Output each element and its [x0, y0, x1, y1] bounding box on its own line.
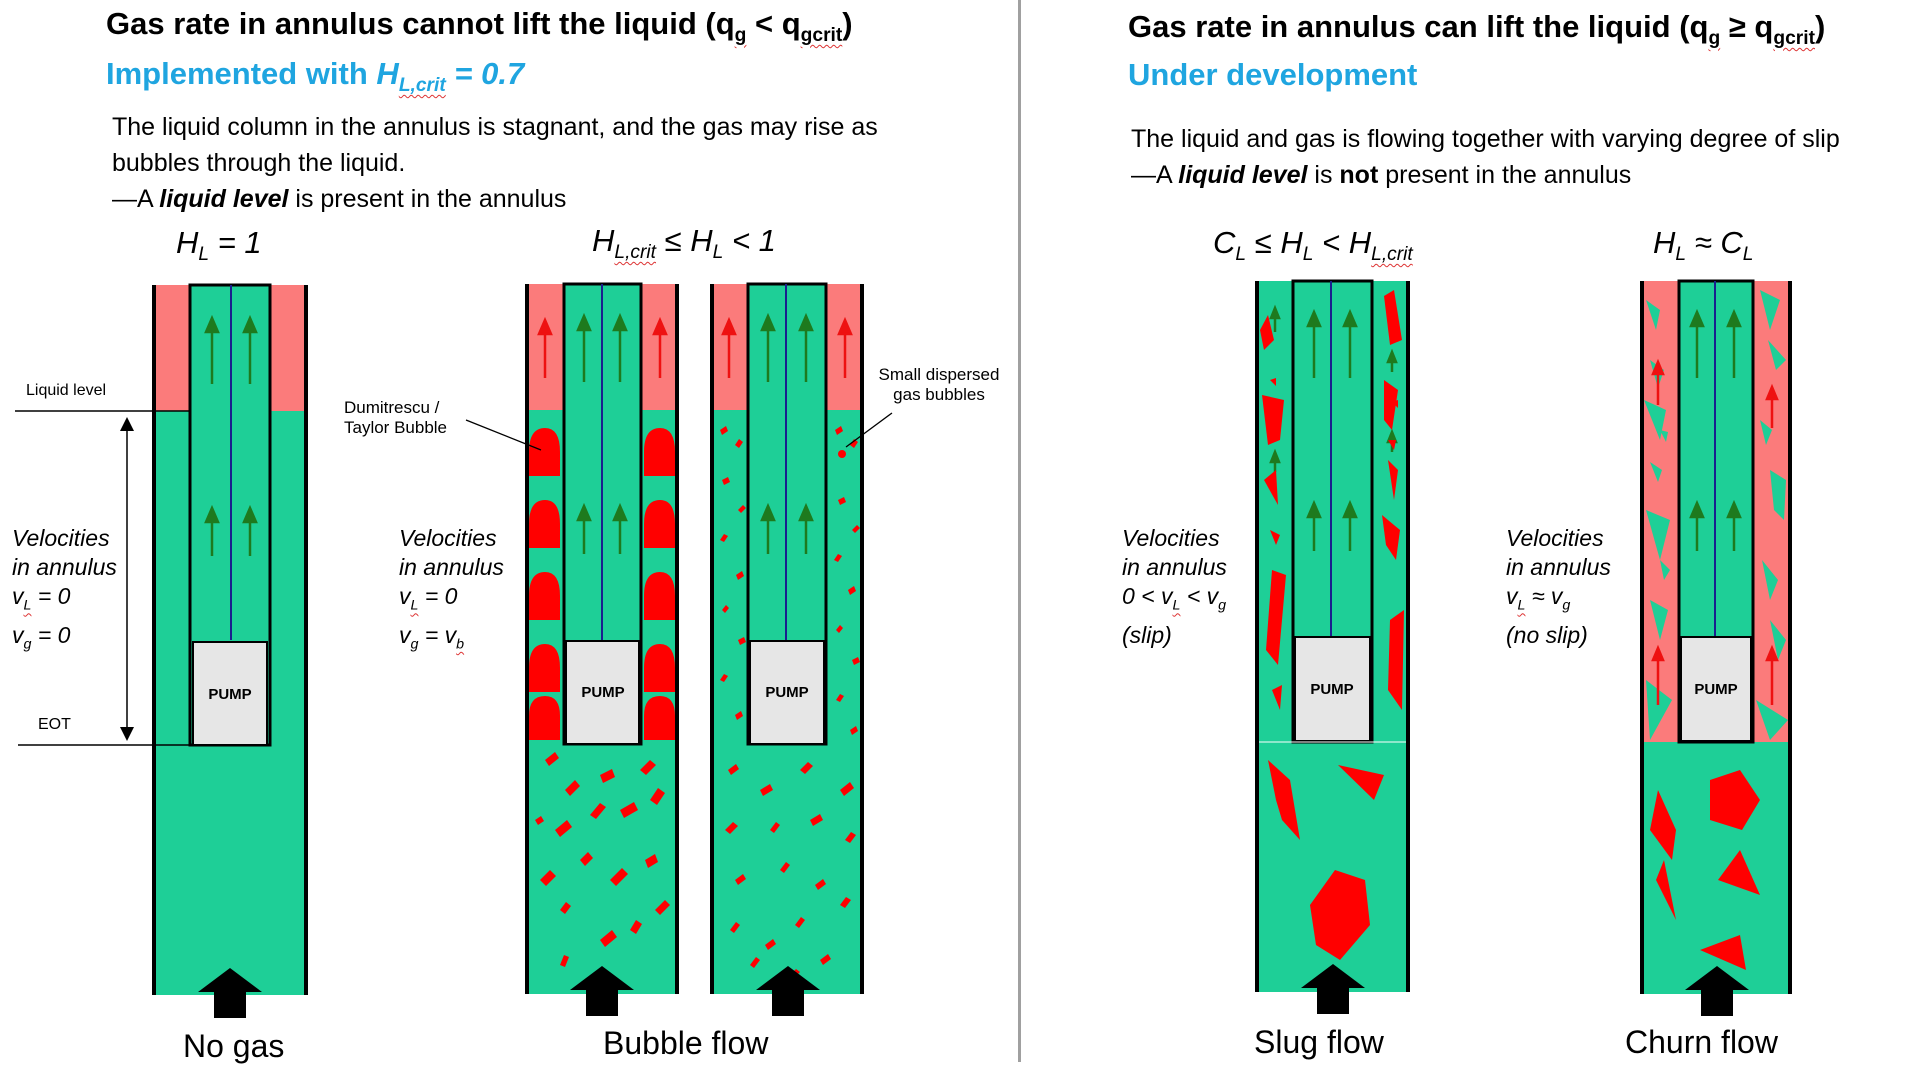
liquid-flow-arrows [576, 312, 628, 554]
left-description-line: The liquid column in the annulus is stag… [112, 113, 878, 177]
left-description: The liquid column in the annulus is stag… [112, 109, 912, 217]
inflow-arrow [1685, 966, 1749, 1016]
inflow-arrow [1301, 964, 1365, 1014]
caption-no-gas: No gas [183, 1028, 285, 1064]
caption-bubble-flow: Bubble flow [603, 1025, 769, 1061]
right-description-line: The liquid and gas is flowing together w… [1131, 125, 1840, 153]
left-liquid-level-statement: —A liquid level is present in the annulu… [112, 185, 567, 213]
velocities-slug: Velocities in annulus 0 < vL < vg (slip) [1122, 525, 1227, 648]
pump-body [565, 640, 640, 745]
right-status: Under development [1128, 57, 1418, 92]
inflow-arrow [756, 966, 820, 1016]
left-status: Implemented with HL,crit = 0.7 [106, 56, 525, 97]
taylor-bubble-label: Dumitrescu /Taylor Bubble [344, 398, 448, 437]
pump-label: PUMP [1310, 681, 1353, 698]
well-churn: PUMP [1640, 279, 1792, 1016]
gas-flow-arrows [1651, 358, 1779, 705]
gas-cap-right [270, 285, 306, 411]
liquid-flow-arrows [1689, 308, 1742, 551]
gas-cap-left [154, 285, 190, 411]
gas-flow-arrows [721, 316, 853, 378]
pump-body [1294, 636, 1371, 742]
inflow-arrow [198, 968, 262, 1018]
eot-label: EOT [38, 716, 71, 733]
liquid-flow-arrows [760, 312, 814, 554]
velocities-no-gas: Velocities in annulus vL = 0 vg = 0 [12, 525, 117, 653]
well-bubble-dispersed: PUMP [710, 282, 893, 1016]
gas-flow-arrows [537, 316, 668, 378]
holdup-churn: HL ≈ CL [1653, 225, 1754, 266]
velocities-churn: Velocities in annulus vL ≈ vg (no slip) [1506, 525, 1611, 648]
churn-liquid-pieces [1644, 290, 1788, 740]
inflow-arrow [570, 966, 634, 1016]
left-title: Gas rate in annulus cannot lift the liqu… [106, 6, 853, 47]
pump-label: PUMP [581, 684, 624, 701]
liquid-level-label: Liquid level [26, 382, 107, 399]
holdup-no-gas: HL = 1 [176, 225, 262, 266]
pump-label: PUMP [208, 686, 251, 703]
holdup-slug: CL ≤ HL < HL,crit [1213, 225, 1413, 266]
pump-body [749, 640, 825, 745]
caption-slug-flow: Slug flow [1254, 1024, 1384, 1060]
right-title: Gas rate in annulus can lift the liquid … [1128, 9, 1826, 50]
section-divider [1018, 0, 1021, 1062]
pump-label: PUMP [765, 684, 808, 701]
pump-body [192, 641, 268, 746]
pump-body [1680, 636, 1752, 742]
pump-label: PUMP [1694, 681, 1737, 698]
taylor-bubbles [529, 428, 675, 740]
well-bubble-taylor: PUMP [465, 282, 679, 1016]
gas-slugs [1260, 290, 1404, 960]
liquid-flow-arrows [204, 314, 258, 556]
taylor-leader [465, 419, 542, 451]
well-no-gas: PUMP [15, 283, 308, 1018]
holdup-bubble: HL,crit ≤ HL < 1 [592, 223, 776, 264]
dispersed-leader [845, 412, 893, 448]
velocities-bubble: Velocities in annulus vL = 0 vg = vb [399, 525, 504, 653]
right-liquid-level-statement: —A liquid level is not present in the an… [1131, 161, 1632, 189]
dispersed-bubbles [720, 426, 860, 978]
liquid-flow-arrows [1269, 304, 1398, 551]
churn-gas-pieces [1650, 770, 1760, 970]
well-slug: PUMP [1255, 279, 1410, 1014]
caption-churn-flow: Churn flow [1625, 1024, 1778, 1060]
dispersed-bubbles [535, 752, 670, 967]
right-description: The liquid and gas is flowing together w… [1131, 121, 1917, 193]
